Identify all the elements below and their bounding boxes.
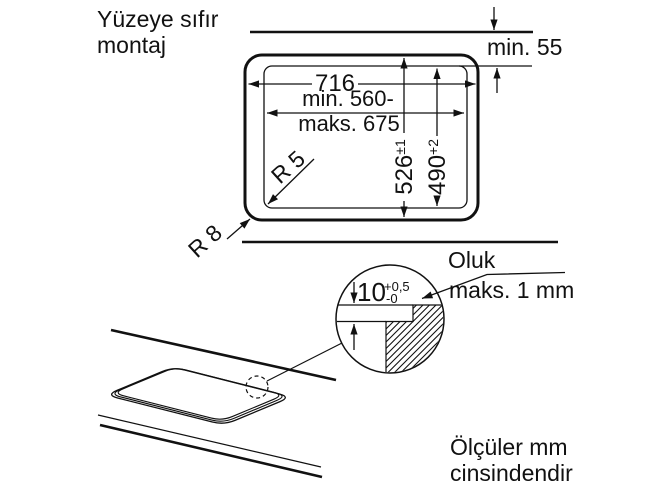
units-note-line1: Ölçüler mm bbox=[450, 434, 568, 460]
radius-callout-inner: R 5 bbox=[266, 145, 315, 205]
title-line2: montaj bbox=[97, 32, 166, 58]
counter-front-top-line bbox=[97, 414, 322, 468]
flush-mounted-cooktop bbox=[110, 368, 286, 424]
groove-leader-line bbox=[421, 271, 566, 300]
cooktop-outline bbox=[243, 53, 480, 222]
detail-leader-line bbox=[266, 342, 343, 382]
units-note-line2: cinsindendir bbox=[450, 460, 573, 486]
dim-cutout-min-label: min. 560- bbox=[302, 86, 394, 111]
groove-label-line1: Oluk bbox=[448, 247, 496, 273]
hatched-section bbox=[385, 304, 444, 373]
dimension-appliance-width: 716 bbox=[248, 70, 476, 97]
rebate-tol-plus: +0,5 bbox=[384, 279, 410, 294]
r5-label: R 5 bbox=[266, 145, 310, 188]
dim-526-label: 526±1 bbox=[391, 139, 418, 195]
dimension-appliance-depth: 526±1 bbox=[391, 58, 418, 217]
groove-label-line2: maks. 1 mm bbox=[449, 277, 574, 303]
dimension-cutout-width: min. 560- maks. 675 bbox=[267, 86, 464, 136]
cooktop-bevel-line-2 bbox=[117, 368, 280, 420]
worktop-cross-section bbox=[385, 304, 444, 373]
plan-view: 716 min. 560- maks. 675 526±1 490+2 min.… bbox=[183, 7, 562, 263]
units-note: Ölçüler mm cinsindendir bbox=[450, 434, 573, 486]
detail-circle bbox=[335, 264, 445, 374]
cooktop-bevel-line-1 bbox=[114, 368, 283, 422]
title-line1: Yüzeye sıfır bbox=[97, 6, 219, 32]
counter-back-edge-line bbox=[110, 328, 337, 382]
rebate-tol-minus: -0 bbox=[386, 291, 398, 306]
dim-cutout-max-label: maks. 675 bbox=[298, 111, 400, 136]
clearance-label: min. 55 bbox=[487, 34, 562, 60]
r8-label: R 8 bbox=[183, 219, 227, 262]
detail-reference-circle bbox=[245, 375, 269, 399]
title-block: Yüzeye sıfır montaj bbox=[97, 6, 219, 58]
dimension-rebate-depth: 10 +0,5 -0 bbox=[350, 277, 410, 350]
perspective-view bbox=[97, 328, 343, 479]
dim-490-label: 490+2 bbox=[424, 139, 451, 195]
counter-front-bottom-line bbox=[99, 423, 323, 479]
dimension-cutout-depth: 490+2 bbox=[424, 68, 451, 206]
groove-callout: Oluk maks. 1 mm bbox=[421, 247, 574, 303]
radius-callout-outer: R 8 bbox=[183, 218, 251, 263]
dim-716-label: 716 bbox=[315, 70, 355, 97]
rebate-depth-label: 10 bbox=[357, 277, 386, 307]
cutout-outline bbox=[263, 65, 468, 209]
r5-arrow bbox=[267, 158, 315, 205]
dimension-back-clearance: min. 55 bbox=[459, 7, 562, 93]
detail-view: 10 +0,5 -0 Oluk maks. 1 mm bbox=[335, 247, 574, 374]
r8-arrow bbox=[226, 218, 251, 240]
